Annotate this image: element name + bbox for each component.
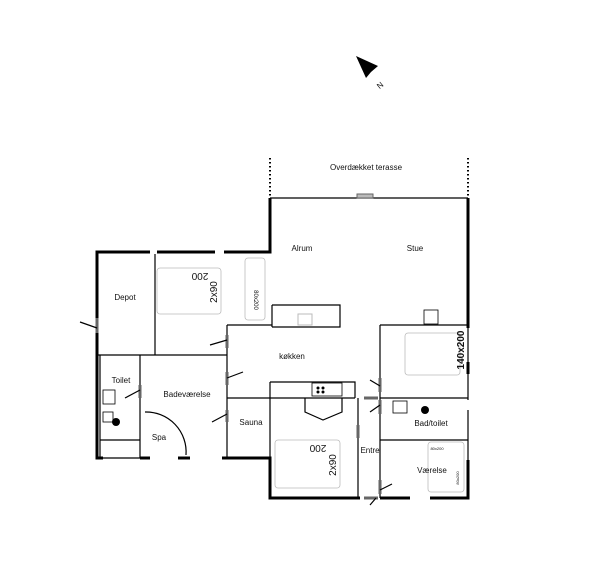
room-label-depot: Depot <box>114 293 136 302</box>
bed-size-label: 140x200 <box>456 330 467 369</box>
bed-size-label: 80x200 <box>430 446 444 451</box>
room-label-stue: Stue <box>407 244 424 253</box>
room-label-toilet: Toilet <box>112 376 131 385</box>
terrace-label: Overdækket terasse <box>330 163 403 172</box>
room-label-sauna: Sauna <box>239 418 263 427</box>
bed-size-label: 2x90 <box>209 281 220 303</box>
bed-size-label: 2x90 <box>328 454 339 476</box>
bed-size-label: 80x200 <box>252 290 258 310</box>
room-label-badevaerelse: Badeværelse <box>163 390 211 399</box>
north-arrow-icon: N <box>356 56 386 91</box>
room-label-kokken: køkken <box>279 352 305 361</box>
room-label-spa: Spa <box>152 433 167 442</box>
room-label-entre: Entre <box>360 446 380 455</box>
bed-length-label: 200 <box>309 442 326 453</box>
room-label-alrum: Alrum <box>292 244 313 253</box>
room-label-vaerelse: Værelse <box>417 466 447 475</box>
bed-size-label: 80x200 <box>455 471 460 485</box>
room-label-bad-toilet: Bad/toilet <box>414 419 448 428</box>
bed-length-label: 200 <box>191 270 208 281</box>
north-label: N <box>375 80 385 91</box>
